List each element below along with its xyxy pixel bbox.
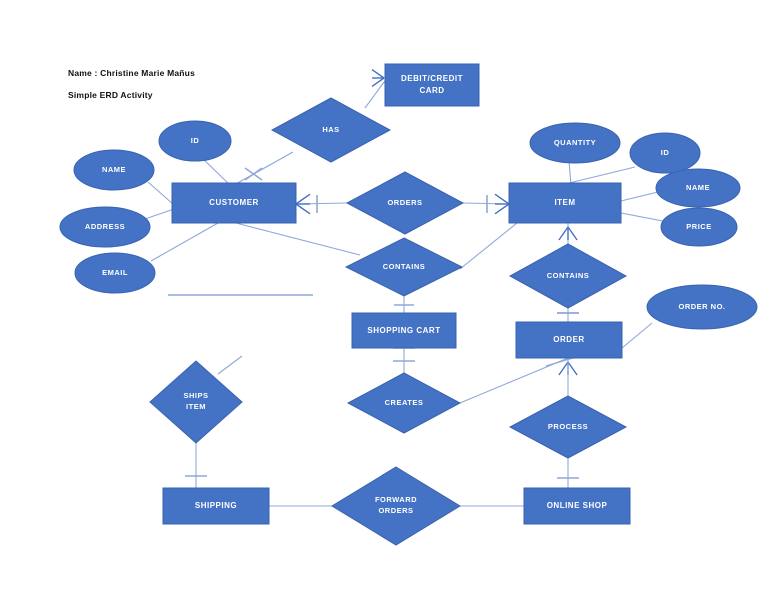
entity-debit_card[interactable]	[384, 63, 480, 107]
entity-item[interactable]	[508, 182, 622, 224]
attribute-item_name[interactable]	[655, 168, 741, 208]
shape-layer	[59, 63, 758, 546]
entity-order[interactable]	[515, 321, 623, 359]
entity-online_shop[interactable]	[523, 487, 631, 525]
relationship-forward_orders[interactable]	[331, 466, 461, 546]
student-name-text: Name : Christine Marie Mañus	[68, 68, 195, 78]
relationship-contains_order[interactable]	[508, 243, 628, 309]
relationship-ships_item[interactable]	[149, 360, 243, 444]
attribute-cust_address[interactable]	[59, 206, 151, 248]
entity-shopping_cart[interactable]	[351, 312, 457, 349]
relationship-creates[interactable]	[346, 372, 462, 434]
attribute-item_qty[interactable]	[529, 122, 621, 164]
attribute-cust_name[interactable]	[73, 149, 155, 191]
entity-shipping[interactable]	[162, 487, 270, 525]
attribute-item_price[interactable]	[660, 207, 738, 247]
attribute-item_id[interactable]	[629, 132, 701, 174]
relationship-process[interactable]	[508, 395, 628, 459]
attribute-order_no[interactable]	[646, 284, 758, 330]
entity-customer[interactable]	[171, 182, 297, 224]
activity-title-text: Simple ERD Activity	[68, 90, 153, 100]
relationship-contains_cart[interactable]	[344, 237, 464, 297]
relationship-has[interactable]	[270, 97, 392, 163]
attribute-cust_id[interactable]	[158, 120, 232, 162]
attribute-cust_email[interactable]	[74, 252, 156, 294]
relationship-orders[interactable]	[345, 171, 465, 235]
